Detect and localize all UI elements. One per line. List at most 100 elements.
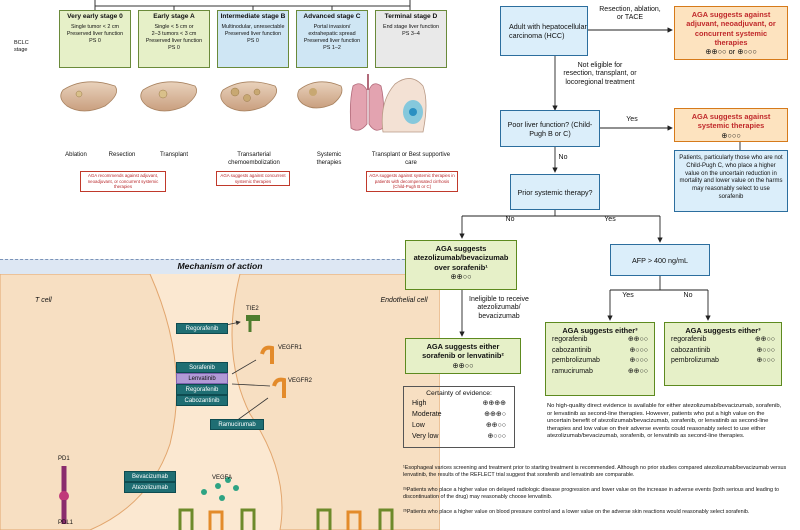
- certainty-title: Certainty of evidence:: [426, 390, 492, 397]
- box-afp: AFP > 400 ng/mL: [610, 244, 710, 276]
- rec-either-afp-low: AGA suggests either³ regorafenib⊕⊕○○cabo…: [664, 322, 782, 386]
- label-vegfa: VEGFA: [212, 475, 233, 481]
- bclc-stage-label: BCLC stage: [14, 40, 29, 53]
- stage-title: Intermediate stage B: [220, 13, 286, 20]
- rec-early: AGA recommends against adjuvant, neoadju…: [80, 171, 166, 192]
- certainty-symbol: ⊕⊕⊕○: [484, 410, 506, 418]
- stage-line: Portal invasion/: [313, 23, 351, 30]
- liver-0: [60, 81, 118, 112]
- certainty-row: High⊕⊕⊕⊕: [412, 399, 506, 410]
- rec-sorafenib-lenvatinib-text: AGA suggests either sorafenib or lenvati…: [422, 342, 504, 361]
- stage-title: Very early stage 0: [67, 13, 123, 20]
- certainty-legend: Certainty of evidence: High⊕⊕⊕⊕Moderate⊕…: [403, 386, 515, 448]
- liver-illustrations: [60, 74, 427, 133]
- stage-title: Terminal stage D: [384, 13, 438, 20]
- label-endothelial: Endothelial cell: [380, 297, 428, 304]
- drug-row: regorafenib⊕⊕○○: [671, 335, 775, 346]
- drug-certainty: ⊕○○○: [756, 357, 775, 365]
- rec-sorafenib-lenvatinib-cert: ⊕⊕○○: [452, 360, 474, 370]
- second-line-note: No high-quality direct evidence is avail…: [547, 403, 782, 440]
- certainty-row: Moderate⊕⊕⊕○: [412, 410, 506, 421]
- stage-line: Single tumor < 2 cm: [70, 23, 120, 30]
- stage-line: Preserved liver function: [224, 30, 282, 37]
- rec-atezolizumab-text: AGA suggests atezolizumab/bevacizumab ov…: [413, 244, 509, 272]
- liver-c-lungs: [297, 74, 385, 131]
- flow-connectors: [459, 27, 741, 337]
- stage-line: Preserved liver function: [66, 30, 124, 37]
- label-yes-afp: Yes: [622, 292, 634, 299]
- rec-either-afp-high-head: AGA suggests either³: [562, 326, 638, 335]
- certainty-row: Very low ⊕○○○: [412, 432, 506, 443]
- certainty-symbol: ⊕⊕○○: [485, 421, 506, 429]
- drug-row: pembrolizumab ⊕○○○: [671, 356, 775, 367]
- label-no-poor: No: [558, 154, 568, 161]
- receptor-vegfr2: [272, 377, 286, 398]
- rec-atezolizumab-cert: ⊕⊕○○: [450, 271, 472, 281]
- footnote-1: ¹Esophageal varices screening and treatm…: [403, 465, 787, 479]
- label-tcell: T cell: [35, 297, 52, 304]
- drug-name: cabozantinib: [552, 346, 592, 354]
- rec-against-systemic-cert: ⊕○○○: [721, 130, 741, 140]
- rec-terminal: AGA suggests against systemic therapies …: [366, 171, 458, 192]
- rec-either-afp-high-list: regorafenib⊕⊕○○cabozantinib⊕○○○pembroliz…: [552, 335, 648, 377]
- drug-name: regorafenib: [552, 336, 588, 344]
- box-hcc: Adult with hepatocellular carcinoma (HCC…: [500, 6, 588, 56]
- stage-title: Early stage A: [153, 13, 195, 20]
- rec-against-systemic: AGA suggests against systemic therapies …: [674, 108, 788, 142]
- certainty-symbol: ⊕○○○: [487, 432, 506, 440]
- membrane-receptors: [178, 508, 394, 530]
- label-no-prior: No: [505, 216, 515, 223]
- label-ineligible: Ineligible to receive atezolizumab/ beva…: [469, 296, 529, 320]
- label-resection-ablation: Resection, ablation, or TACE: [599, 6, 661, 22]
- rec-against-adjuvant-text: AGA suggests against adjuvant, neoadjuva…: [686, 10, 776, 47]
- drug-row: cabozantinib⊕○○○: [671, 346, 775, 357]
- drug-name: pembrolizumab: [671, 357, 719, 365]
- rec-atezolizumab: AGA suggests atezolizumab/bevacizumab ov…: [405, 240, 517, 290]
- certainty-level: Low: [412, 421, 425, 429]
- drug-row: regorafenib⊕⊕○○: [552, 335, 648, 346]
- rec-either-afp-high: AGA suggests either³ regorafenib⊕⊕○○cabo…: [545, 322, 655, 396]
- rec-either-afp-low-head: AGA suggests either³: [685, 326, 761, 335]
- label-no-afp: No: [683, 292, 693, 299]
- stage-line: PS 3–4: [402, 30, 420, 37]
- stage-line: End stage liver function: [382, 23, 440, 30]
- stage-line: Single < 5 cm or: [154, 23, 194, 30]
- stage-line: 2–3 tumors < 3 cm: [151, 30, 197, 37]
- treat-transplant: Transplant: [159, 152, 189, 158]
- receptor-tie2: [246, 315, 260, 332]
- stage-line: Preserved liver function: [303, 37, 361, 44]
- rec-sorafenib-lenvatinib: AGA suggests either sorafenib or lenvati…: [405, 338, 521, 374]
- drug-name: ramucirumab: [552, 367, 593, 375]
- drug-name: regorafenib: [671, 336, 707, 344]
- rec-against-adjuvant-cert: ⊕⊕○○ or ⊕○○○: [705, 47, 757, 56]
- treat-terminal: Transplant or Best supportive care: [371, 152, 451, 166]
- drug-ramucirumab: Ramucirumab: [210, 419, 264, 430]
- stage-line: PS 0: [89, 37, 101, 44]
- drug-sorafenib: Sorafenib: [176, 362, 228, 373]
- label-pd1: PD1: [58, 456, 70, 462]
- label-not-eligible: Not eligible for resection, transplant, …: [563, 62, 637, 86]
- drug-row: pembrolizumab ⊕○○○: [552, 356, 648, 367]
- drug-name: pembrolizumab: [552, 357, 600, 365]
- stage-line: extrahepatic spread: [308, 30, 356, 37]
- treat-systemic: Systemic therapies: [316, 152, 342, 166]
- footnote-3: ²ᵇPatients who place a higher value on b…: [403, 509, 750, 515]
- drug-regorafenib: Regorafenib: [176, 323, 228, 334]
- label-pdl1: PDL1: [58, 520, 74, 526]
- footnote-2: ²ᵃPatients who place a higher value on d…: [403, 487, 779, 501]
- stage-line: Multinodular, unresectable: [221, 23, 285, 30]
- label-vegfr2: VEGFR2: [288, 378, 313, 384]
- rec-either-afp-low-list: regorafenib⊕⊕○○cabozantinib⊕○○○pembroliz…: [671, 335, 775, 367]
- box-prior-systemic: Prior systemic therapy?: [510, 174, 600, 210]
- drug-bevacizumab: Bevacizumab: [124, 471, 176, 482]
- drug-cabozantinib: Cabozantinib: [176, 395, 228, 406]
- certainty-row: Low ⊕⊕○○: [412, 421, 506, 432]
- drug-atezolizumab: Atezolizumab: [124, 482, 176, 493]
- drug-certainty: ⊕○○○: [629, 357, 648, 365]
- stage-line: PS 0: [168, 44, 180, 51]
- certainty-level: Very low: [412, 432, 439, 440]
- liver-b: [220, 81, 278, 112]
- stage-line: Preserved liver function: [145, 37, 203, 44]
